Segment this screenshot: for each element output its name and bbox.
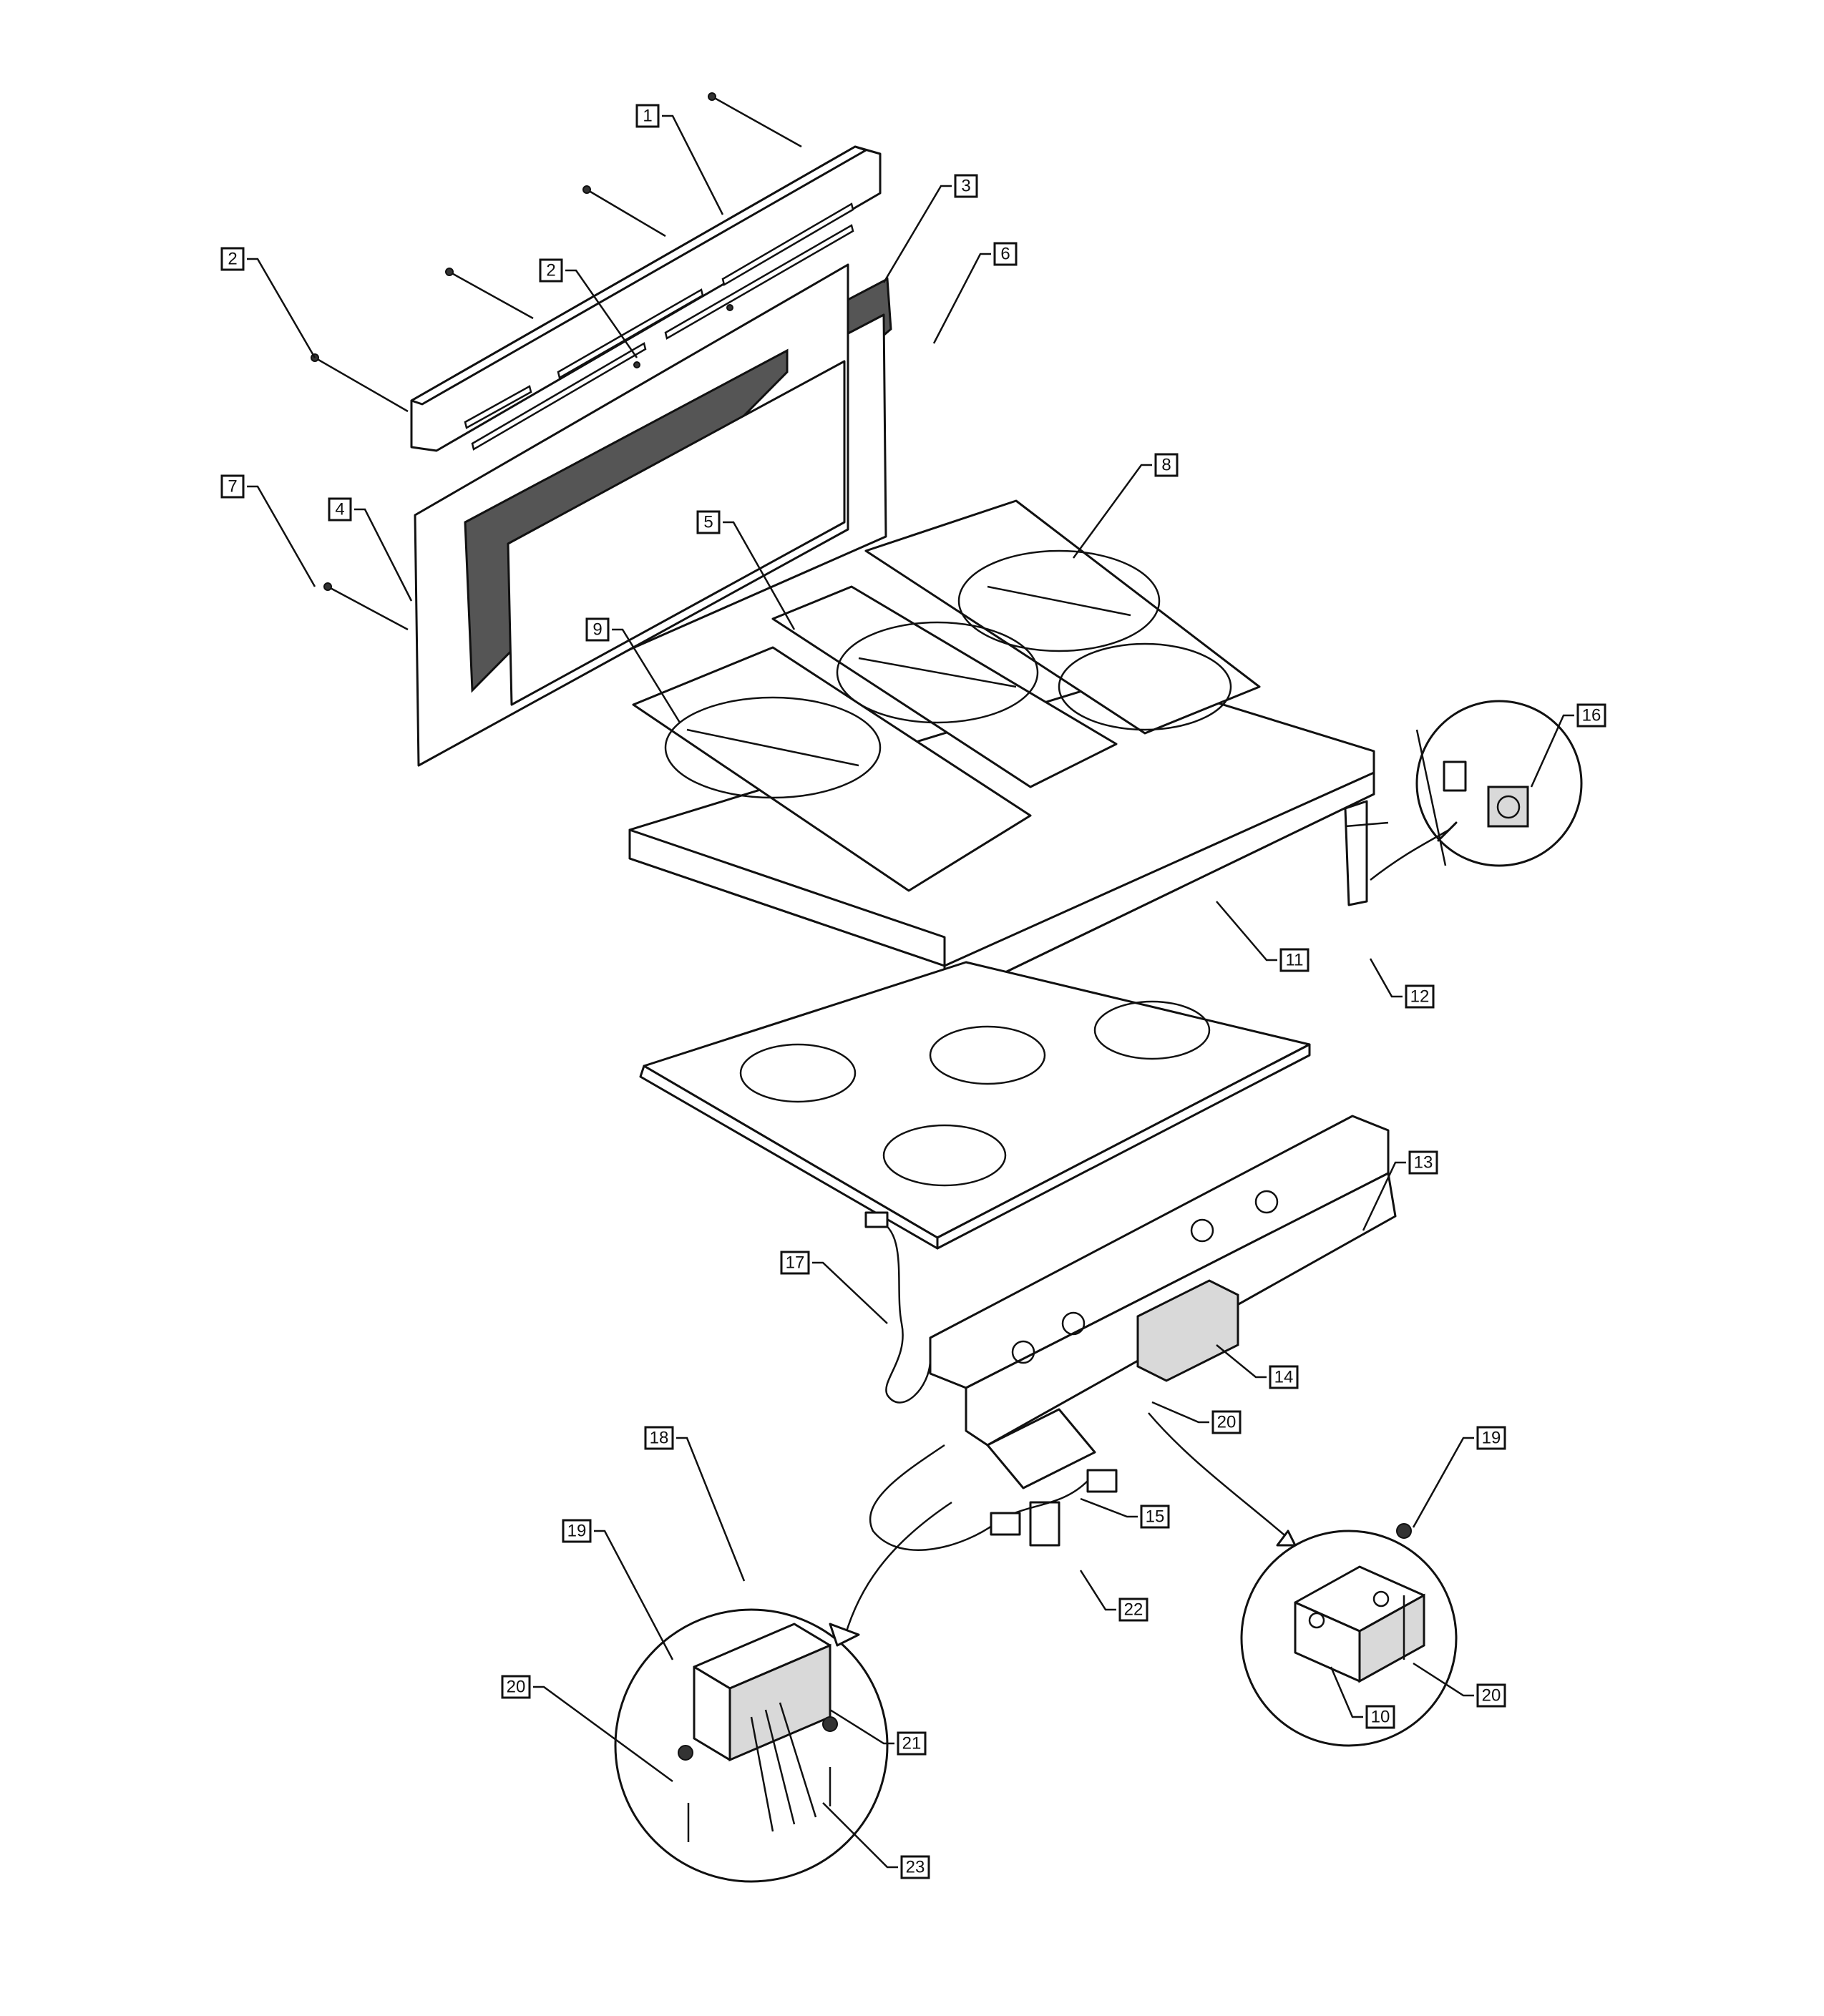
drip-pan xyxy=(639,961,1311,1250)
detail-circle-10 xyxy=(1148,1412,1458,1747)
burner-grates xyxy=(632,499,1261,892)
svg-text:13: 13 xyxy=(1414,1153,1433,1173)
callout-20: 20 xyxy=(1476,1683,1506,1708)
lower-chassis xyxy=(929,1115,1397,1547)
callout-3: 3 xyxy=(954,174,978,198)
callout-22: 22 xyxy=(1118,1597,1148,1622)
callout-leaders xyxy=(247,114,1574,1869)
callout-7: 7 xyxy=(220,474,245,499)
svg-text:3: 3 xyxy=(961,177,970,196)
svg-text:17: 17 xyxy=(786,1253,805,1273)
svg-text:9: 9 xyxy=(592,620,602,640)
callout-19: 19 xyxy=(562,1519,592,1543)
callout-11: 11 xyxy=(1279,948,1310,972)
backguard-trim xyxy=(410,145,882,452)
screw-7 xyxy=(323,582,409,631)
svg-text:23: 23 xyxy=(906,1858,925,1877)
svg-text:18: 18 xyxy=(650,1429,669,1448)
svg-text:20: 20 xyxy=(1482,1686,1501,1706)
svg-text:7: 7 xyxy=(228,477,237,496)
svg-text:22: 22 xyxy=(1124,1600,1143,1620)
svg-text:11: 11 xyxy=(1286,951,1304,970)
svg-text:8: 8 xyxy=(1161,456,1171,475)
svg-text:4: 4 xyxy=(335,500,344,519)
svg-text:19: 19 xyxy=(1482,1429,1501,1448)
callout-2: 2 xyxy=(220,247,245,271)
callout-8: 8 xyxy=(1154,453,1179,477)
callout-17: 17 xyxy=(780,1251,810,1275)
callout-2: 2 xyxy=(539,258,563,283)
svg-text:2: 2 xyxy=(546,261,555,280)
callout-6: 6 xyxy=(993,242,1018,266)
callout-15: 15 xyxy=(1140,1504,1170,1529)
svg-text:19: 19 xyxy=(567,1522,587,1541)
backguard-screws xyxy=(311,92,802,413)
callouts: 1 2 2 3 4 5 6 7 8 9 10 11 12 13 14 15 16… xyxy=(220,104,1606,1879)
callout-20: 20 xyxy=(1211,1410,1242,1434)
svg-text:10: 10 xyxy=(1371,1708,1390,1727)
callout-21: 21 xyxy=(897,1731,927,1756)
power-cord xyxy=(864,1211,932,1404)
callout-5: 5 xyxy=(696,510,721,534)
svg-text:6: 6 xyxy=(1000,245,1010,264)
callout-19: 19 xyxy=(1476,1426,1506,1450)
svg-text:12: 12 xyxy=(1410,987,1430,1007)
callout-23: 23 xyxy=(900,1855,930,1879)
callout-1: 1 xyxy=(635,104,660,128)
detail-circle-18 xyxy=(614,1501,952,1883)
callout-10: 10 xyxy=(1365,1705,1395,1729)
callout-13: 13 xyxy=(1408,1150,1438,1175)
callout-20: 20 xyxy=(501,1675,531,1699)
callout-12: 12 xyxy=(1405,984,1435,1009)
svg-text:15: 15 xyxy=(1146,1507,1165,1527)
svg-text:14: 14 xyxy=(1274,1368,1294,1387)
svg-text:1: 1 xyxy=(643,107,652,126)
callout-9: 9 xyxy=(585,617,610,642)
svg-text:16: 16 xyxy=(1582,706,1601,725)
callout-4: 4 xyxy=(328,497,352,522)
callout-16: 16 xyxy=(1576,703,1606,728)
callout-14: 14 xyxy=(1269,1365,1299,1389)
detail-circle-16 xyxy=(1370,700,1583,881)
cooktop-frame xyxy=(628,675,1389,1146)
svg-text:21: 21 xyxy=(902,1734,922,1753)
wiring-harness xyxy=(869,1444,1118,1551)
svg-text:2: 2 xyxy=(228,250,237,269)
svg-text:20: 20 xyxy=(507,1678,526,1697)
svg-text:5: 5 xyxy=(703,513,713,532)
svg-text:20: 20 xyxy=(1217,1413,1237,1432)
callout-18: 18 xyxy=(644,1426,674,1450)
